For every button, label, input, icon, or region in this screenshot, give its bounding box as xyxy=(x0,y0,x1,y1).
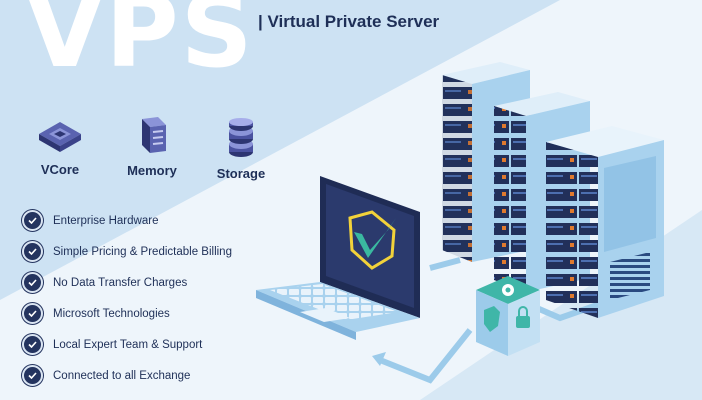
shield-icon xyxy=(484,306,500,332)
check-circle-icon xyxy=(22,210,43,231)
list-item-label: Simple Pricing & Predictable Billing xyxy=(53,245,232,258)
list-item-label: Enterprise Hardware xyxy=(53,214,159,227)
shield-logo-icon xyxy=(348,210,396,270)
list-item: Connected to all Exchange xyxy=(22,360,232,391)
feature-memory-label: Memory xyxy=(127,163,177,178)
feature-memory: Memory xyxy=(107,115,197,178)
feature-storage-label: Storage xyxy=(216,166,266,181)
feature-storage: Storage xyxy=(196,118,286,181)
list-item-label: Connected to all Exchange xyxy=(53,369,191,382)
list-item-label: Local Expert Team & Support xyxy=(53,338,203,351)
list-item: Microsoft Technologies xyxy=(22,298,232,329)
page-subtitle: | Virtual Private Server xyxy=(258,12,440,31)
memory-module-icon xyxy=(142,117,166,153)
list-item-label: Microsoft Technologies xyxy=(53,307,170,320)
list-item: Enterprise Hardware xyxy=(22,205,232,236)
list-item: Local Expert Team & Support xyxy=(22,329,232,360)
list-item-label: No Data Transfer Charges xyxy=(53,276,188,289)
check-circle-icon xyxy=(22,334,43,355)
check-circle-icon xyxy=(22,365,43,386)
cpu-chip-icon xyxy=(39,122,81,152)
server-rack xyxy=(546,126,664,318)
list-item: Simple Pricing & Predictable Billing xyxy=(22,236,232,267)
check-circle-icon xyxy=(22,272,43,293)
database-icon xyxy=(229,118,253,157)
list-item: No Data Transfer Charges xyxy=(22,267,232,298)
padlock-icon xyxy=(516,306,530,328)
gear-icon xyxy=(502,284,514,296)
feature-checklist: Enterprise Hardware Simple Pricing & Pre… xyxy=(22,205,232,391)
feature-vcore-label: VCore xyxy=(40,162,80,177)
hero-title: VPS xyxy=(26,0,255,90)
check-circle-icon xyxy=(22,303,43,324)
feature-vcore: VCore xyxy=(15,120,105,177)
laptop xyxy=(256,176,420,340)
check-circle-icon xyxy=(22,241,43,262)
